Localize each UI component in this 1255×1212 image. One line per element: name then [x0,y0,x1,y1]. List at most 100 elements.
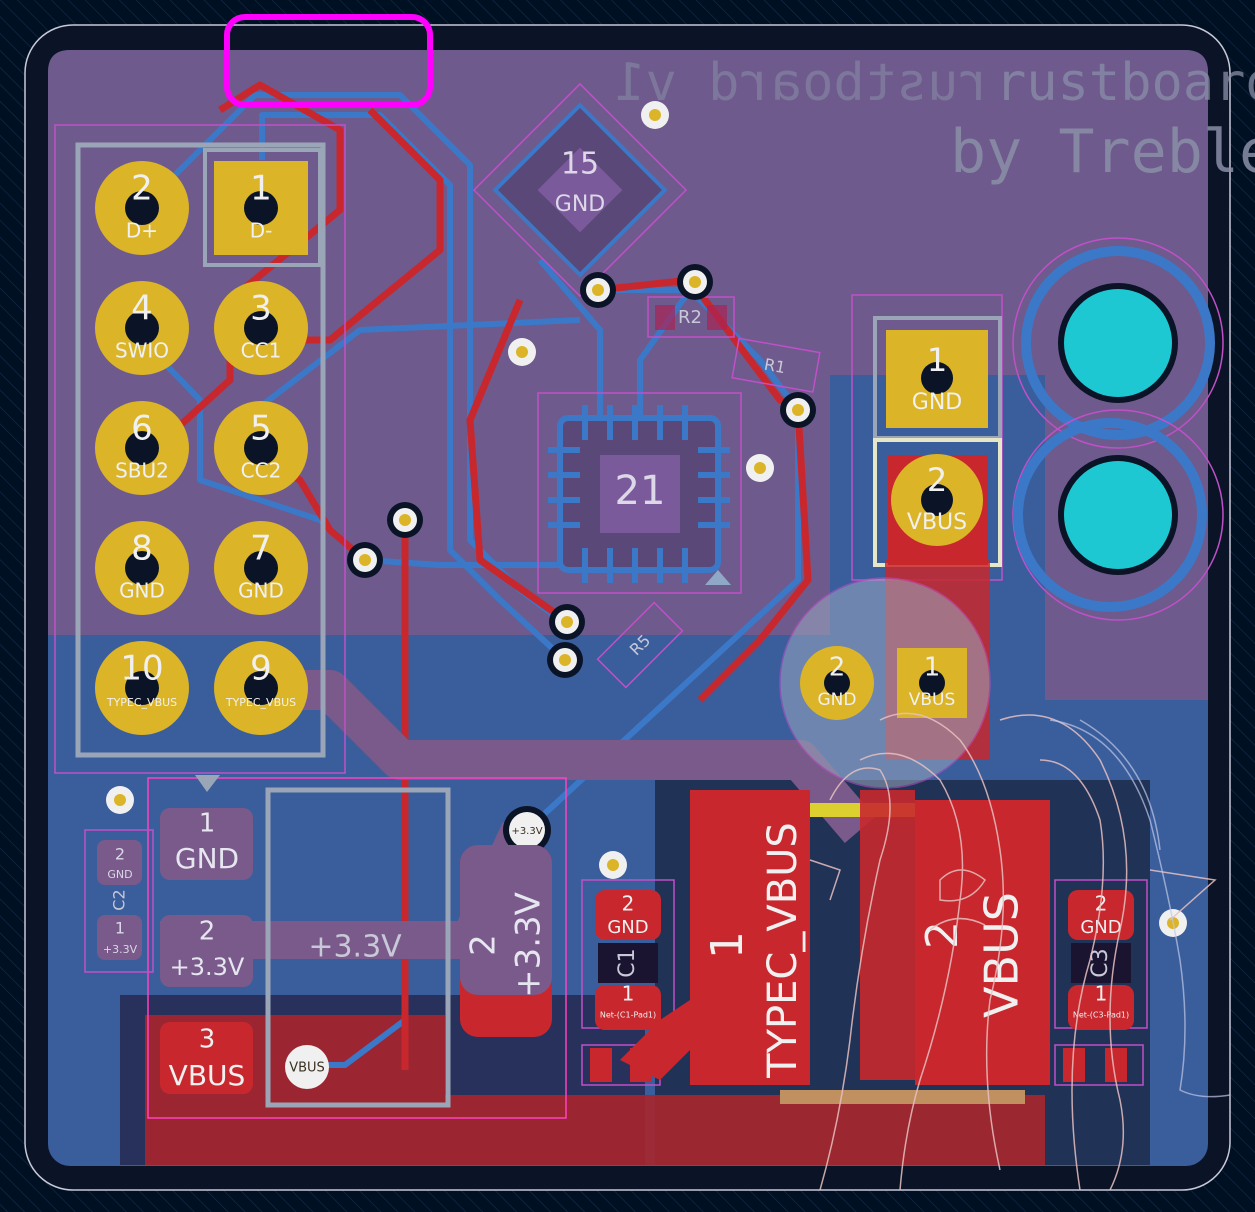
pin-name: GND [912,390,962,415]
mounting-hole-2[interactable] [1058,455,1178,575]
c2-label: C2 [110,889,129,910]
connector-courtyard [75,142,326,758]
capacitor-c4[interactable]: 2 GND 1 VBUS [779,577,991,789]
c4-body [779,577,991,789]
pad-name: +3.3V [103,943,138,956]
pad-number: 1 [199,809,216,839]
connector-pin-6[interactable]: 6 SBU2 [95,401,189,495]
regulator-pad-1 [160,808,253,880]
pin-name: TYPEC_VBUS [225,696,296,709]
connector-pin-7[interactable]: 7 GND [214,521,308,615]
pin-name: CC1 [241,339,282,363]
pin-number: 7 [250,529,272,569]
mounting-hole-1[interactable] [1058,283,1178,403]
via[interactable] [746,454,774,482]
ic-small-thermal-pad [537,147,623,233]
via[interactable] [780,392,816,428]
via-3v3[interactable]: +3.3V [503,806,551,854]
connector-pin-3[interactable]: 3 CC1 [214,281,308,375]
connector-pin-1[interactable]: 1 D- [214,161,308,255]
ic-small[interactable] [472,82,688,298]
connector-pin-2[interactable]: 2 D+ [95,161,189,255]
pad-number: 1 [924,653,941,683]
connector-pin-9[interactable]: 9 TYPEC_VBUS [214,641,308,735]
c2-courtyard [84,829,154,973]
via[interactable] [641,101,669,129]
pin-name: GND [119,579,165,603]
connector-pin-5[interactable]: 5 CC2 [214,401,308,495]
mounting-holes [1012,237,1224,621]
pad-name: VBUS [975,892,1029,1018]
pad-name: GND [818,690,857,710]
pad-number: 1 [702,931,753,959]
pad-number: 3 [199,1025,216,1055]
via[interactable] [347,542,383,578]
via-label: VBUS [289,1061,325,1076]
regulator-pad-3 [160,1022,253,1094]
pin-name: D- [250,219,273,243]
connector-pins: 2 D+ 1 D- 4 SWIO 3 CC1 6 SBU2 [95,161,308,735]
via[interactable] [677,264,713,300]
net-label: +3.3V [308,930,402,965]
pin1-triangle-icon [705,570,731,585]
via-vbus[interactable]: VBUS [285,1045,329,1089]
resistor-r2[interactable]: R2 [647,296,735,338]
decorative-line-art [809,712,1217,1191]
via[interactable] [387,502,423,538]
pad-name: VBUS [909,690,956,710]
vias: +3.3V VBUS [106,101,1187,1089]
mounting-hole-courtyard [1012,237,1224,449]
pad-name: GND [107,868,132,881]
resistor-r1-small[interactable]: R1 [731,337,821,393]
via[interactable] [106,786,134,814]
via[interactable] [599,851,627,879]
pad-number: 2 [622,892,635,916]
capacitor-c2[interactable]: 2 GND C2 1 +3.3V [84,829,154,973]
connector-pin-4[interactable]: 4 SWIO [95,281,189,375]
pin1-triangle-icon [195,775,220,792]
pin-number: 8 [131,529,153,569]
power-header[interactable]: 1 GND 2 VBUS [851,294,1003,581]
ic-small-courtyard [472,82,688,298]
ic-main-thermal-pad [600,455,680,533]
tab-number: 2 [464,934,504,956]
board-title-mirrored: rustboard v1 [614,53,990,113]
pin-name: SWIO [115,339,169,363]
mounting-hole-ring [1013,418,1207,612]
c2-pad-1 [97,915,142,960]
r-pad [1105,1048,1127,1082]
ic-small-pad-number: 15 [561,147,599,182]
pin-number: 1 [927,341,947,379]
pad-name: TYPEC_VBUS [760,822,806,1079]
ic-main-pad-number: 21 [615,468,666,514]
c1-pad-2 [595,890,661,940]
pin-name: CC2 [241,459,282,483]
selection-highlight[interactable] [224,14,433,108]
pin-name: SBU2 [115,459,169,483]
r1-label: R1 [763,355,787,377]
via[interactable] [508,338,536,366]
capacitor-c3[interactable]: 2 GND C3 1 Net-(C3-Pad1) [1054,879,1148,1086]
connector-pin-8[interactable]: 8 GND [95,521,189,615]
voltage-regulator[interactable]: 1 GND 2 +3.3V 3 VBUS 2 +3.3V +3.3V [147,775,567,1119]
pin-number: 2 [927,461,947,499]
via[interactable] [547,642,583,678]
connector-pin-10[interactable]: 10 TYPEC_VBUS [95,641,189,735]
ic-main-courtyard [537,392,742,594]
r5-courtyard [596,601,684,689]
pin-name: TYPEC_VBUS [106,696,177,709]
ic-main[interactable]: 21 [537,392,742,594]
pad-name: +3.3V [170,953,245,981]
pin-number: 10 [120,649,163,689]
capacitor-c1[interactable]: 2 GND C1 1 Net-(C1-Pad1) [581,879,675,1086]
r2-pad [655,305,675,330]
via[interactable] [580,272,616,308]
r2-pad [707,305,727,330]
regulator-pad-2 [160,915,253,987]
regulator-tab-mask [460,845,552,995]
pin-name: GND [238,579,284,603]
via[interactable] [549,604,585,640]
diode-pad-2 [915,800,1050,1085]
r-pad [1063,1048,1085,1082]
